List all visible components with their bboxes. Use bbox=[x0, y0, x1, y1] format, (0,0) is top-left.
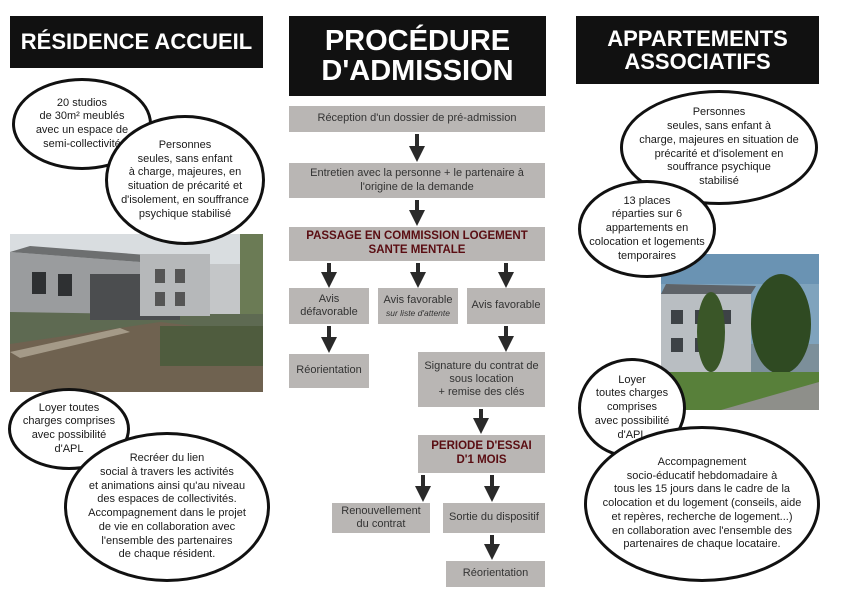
avis-favorable-waiting: Avis favorable sur liste d'attente bbox=[378, 288, 458, 324]
right-title: APPARTEMENTS ASSOCIATIFS bbox=[576, 16, 819, 84]
contract-renewal: Renouvellement du contrat bbox=[332, 503, 430, 533]
step-commission: PASSAGE EN COMMISSION LOGEMENT SANTE MEN… bbox=[289, 227, 545, 261]
residence-photo-image bbox=[10, 234, 263, 392]
step-signature: Signature du contrat de sous location + … bbox=[418, 352, 545, 407]
step-reception: Réception d'un dossier de pré-admission bbox=[289, 106, 545, 132]
apartments-photo bbox=[661, 254, 819, 410]
avis-defavorable: Avis défavorable bbox=[289, 288, 369, 324]
avis-favorable: Avis favorable bbox=[467, 288, 545, 324]
exit-program: Sortie du dispositif bbox=[443, 503, 545, 533]
bubble-link-left: Recréer du lien social à travers les act… bbox=[64, 432, 270, 582]
center-title: PROCÉDURE D'ADMISSION bbox=[289, 16, 546, 96]
bubble-support-right: Accompagnement socio-éducatif hebdomadai… bbox=[584, 426, 820, 582]
apartments-photo-image bbox=[661, 254, 819, 410]
step-interview: Entretien avec la personne + le partenai… bbox=[289, 163, 545, 198]
reorientation-first: Réorientation bbox=[289, 354, 369, 388]
left-title: RÉSIDENCE ACCUEIL bbox=[10, 16, 263, 68]
residence-photo bbox=[10, 234, 263, 392]
bubble-places-right: 13 places réparties sur 6 appartements e… bbox=[578, 180, 716, 278]
step-trial: PERIODE D'ESSAI D'1 MOIS bbox=[418, 435, 545, 473]
bubble-persons-right: Personnes seules, sans enfant à charge, … bbox=[620, 90, 818, 205]
reorientation-second: Réorientation bbox=[446, 561, 545, 587]
bubble-persons-left: Personnes seules, sans enfant à charge, … bbox=[105, 115, 265, 245]
